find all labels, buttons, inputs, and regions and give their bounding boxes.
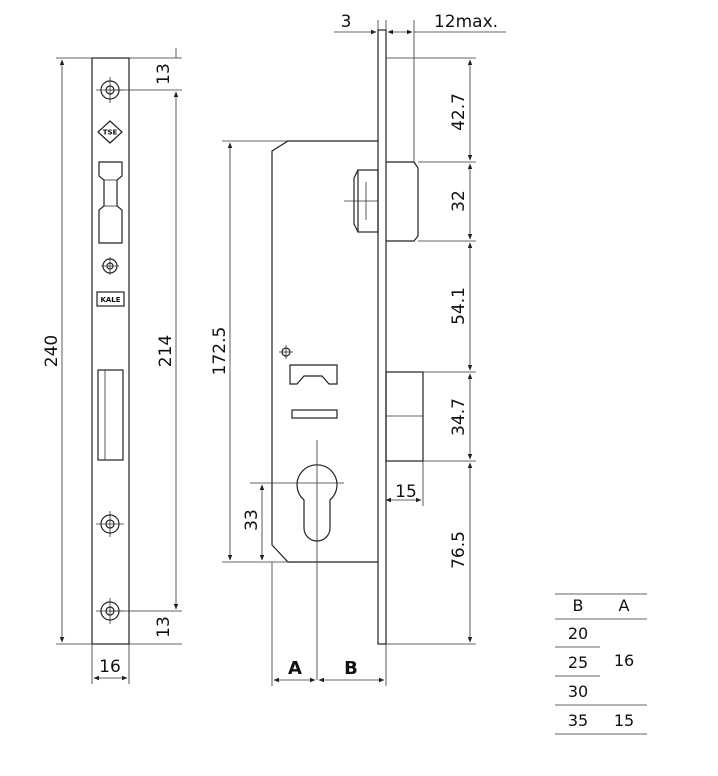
table-row-b: 20: [568, 624, 588, 643]
dim-bolt-to-bottom: 76.5: [449, 531, 469, 569]
dim-latch-projection: 12max.: [434, 12, 498, 32]
table-row-b: 35: [568, 711, 588, 730]
dim-bolt-throw: 15: [395, 482, 417, 502]
side-view-dimensions: 172.5 33 3 12max. 42.7 32 54.1 34.7 76.5: [210, 12, 506, 686]
label-a: A: [288, 658, 302, 679]
dim-face-thickness: 3: [341, 12, 352, 32]
bolt-opening: [97, 369, 124, 461]
faceplate-dimensions: 240 214 13 13 16: [42, 48, 182, 684]
faceplate-outline: [91, 57, 130, 645]
table-header-b: B: [573, 596, 584, 615]
table-row-b: 30: [568, 682, 588, 701]
follower-slot: [279, 345, 338, 385]
tse-mark: TSE: [97, 120, 123, 144]
dim-screw-spacing: 214: [156, 335, 176, 367]
label-b: B: [344, 658, 358, 679]
small-screw: [101, 257, 119, 275]
lower-screw-hole: [96, 511, 124, 537]
dim-top-offset: 13: [154, 63, 174, 85]
kale-mark: KALE: [96, 291, 125, 307]
table-row-b: 25: [568, 653, 588, 672]
table-row-a: 15: [614, 711, 634, 730]
dim-bottom-offset: 13: [154, 616, 174, 638]
deadbolt: [385, 371, 424, 462]
dim-face-length: 240: [42, 335, 62, 367]
dim-latch-height: 32: [449, 190, 469, 212]
cylinder-profile: [296, 464, 338, 542]
latch-opening: [98, 161, 123, 244]
dim-bolt-height: 34.7: [449, 398, 469, 436]
backset-table: B A 20 25 30 35 16 15: [555, 593, 647, 735]
dim-face-width: 16: [99, 657, 121, 677]
svg-text:TSE: TSE: [103, 129, 118, 137]
dim-cylinder-height: 33: [242, 509, 262, 531]
faceplate-front-view: TSE KALE: [91, 57, 130, 645]
dim-top-to-latch: 42.7: [449, 93, 469, 131]
table-header-a: A: [619, 596, 630, 615]
svg-text:KALE: KALE: [100, 296, 120, 304]
table-row-a: 16: [614, 651, 634, 670]
forend-plate: [377, 29, 387, 645]
lock-side-view: [271, 29, 424, 680]
dim-latch-to-bolt: 54.1: [449, 287, 469, 325]
lock-case: [271, 140, 378, 563]
latch-bolt: [344, 161, 419, 242]
guide-slot: [291, 409, 338, 419]
dim-case-height: 172.5: [210, 327, 230, 376]
